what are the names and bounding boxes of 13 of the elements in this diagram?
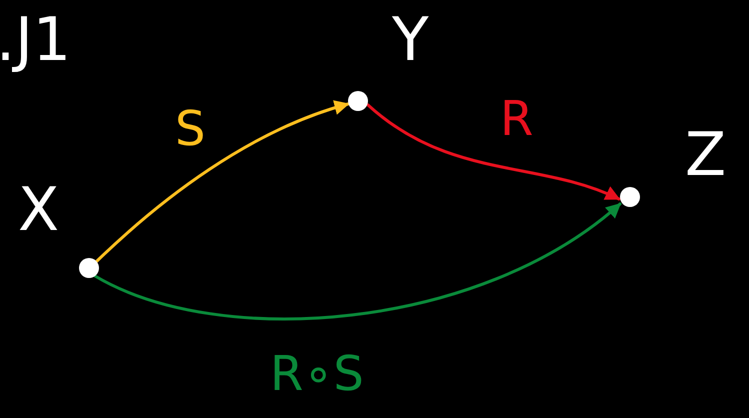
point-label: X <box>18 180 60 240</box>
edge-label: S <box>175 105 206 153</box>
arrow <box>96 100 350 262</box>
edge-label: R∘S <box>270 350 364 398</box>
arrow <box>366 104 620 201</box>
edge-label: R <box>500 95 534 143</box>
heading-text: .J1 <box>0 10 71 70</box>
point-label: Y <box>392 10 429 70</box>
point-marker <box>348 91 368 111</box>
point-marker <box>79 258 99 278</box>
point-marker <box>620 187 640 207</box>
arrow <box>94 202 622 320</box>
point-label: Z <box>685 125 726 185</box>
